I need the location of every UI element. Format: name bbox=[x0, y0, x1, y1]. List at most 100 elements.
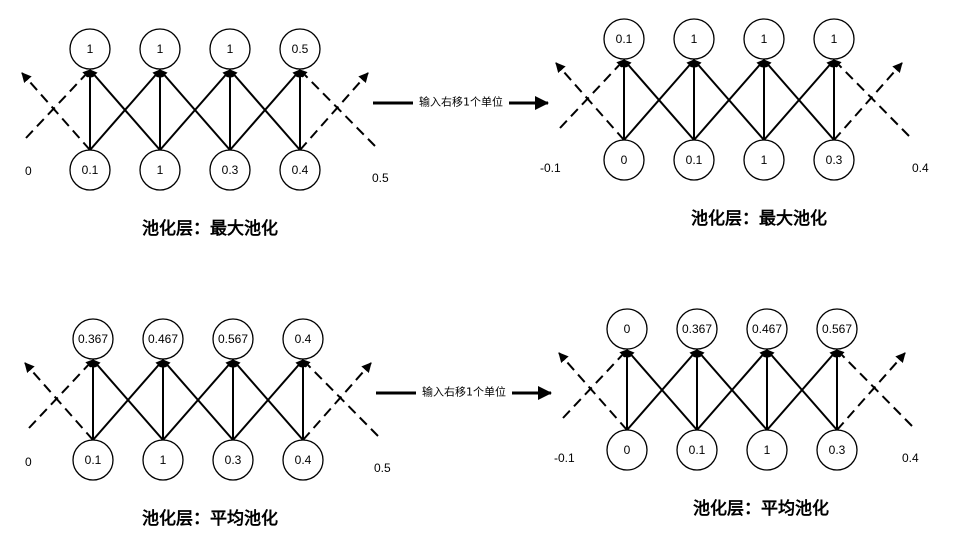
connection-line bbox=[766, 349, 838, 431]
left-padding-value: -0.1 bbox=[554, 451, 575, 465]
output-node-value: 0.1 bbox=[616, 32, 633, 46]
input-node: 0.4 bbox=[282, 439, 324, 481]
output-node-value: 0 bbox=[624, 322, 631, 336]
output-node: 1 bbox=[813, 18, 855, 60]
output-node-value: 1 bbox=[691, 32, 698, 46]
input-node-circle bbox=[72, 439, 114, 481]
right-padding-value: 0.5 bbox=[374, 461, 391, 475]
right-padding-value: 0.4 bbox=[912, 161, 929, 175]
input-node-circle bbox=[813, 139, 855, 181]
output-node-circle bbox=[673, 18, 715, 60]
output-node-circle bbox=[212, 318, 254, 360]
output-node: 1 bbox=[139, 28, 181, 70]
input-node-circle bbox=[142, 439, 184, 481]
input-node-value: 0 bbox=[624, 443, 631, 457]
padding-arrow-dashed bbox=[558, 352, 628, 431]
padding-connection-dashed bbox=[25, 69, 91, 139]
output-node-circle bbox=[816, 308, 858, 350]
padding-arrow-dashed bbox=[21, 72, 91, 151]
input-node-circle bbox=[743, 139, 785, 181]
padding-connection-dashed bbox=[28, 359, 94, 429]
output-node-value: 1 bbox=[157, 42, 164, 56]
input-node: 0.1 bbox=[676, 429, 718, 471]
output-node: 1 bbox=[743, 18, 785, 60]
input-node-value: 0.3 bbox=[222, 163, 239, 177]
output-node: 0.467 bbox=[746, 308, 788, 350]
left-padding-value: -0.1 bbox=[540, 161, 561, 175]
input-node-value: 0.3 bbox=[225, 453, 242, 467]
output-node-value: 1 bbox=[227, 42, 234, 56]
input-node-circle bbox=[282, 439, 324, 481]
input-node: 0 bbox=[603, 139, 645, 181]
output-node-value: 0.367 bbox=[78, 332, 108, 346]
output-node-circle bbox=[606, 308, 648, 350]
input-node: 0.3 bbox=[813, 139, 855, 181]
input-node-circle bbox=[603, 139, 645, 181]
output-node: 1 bbox=[209, 28, 251, 70]
output-node-circle bbox=[209, 28, 251, 70]
output-node-circle bbox=[72, 318, 114, 360]
input-node-circle bbox=[279, 149, 321, 191]
connection-line bbox=[626, 349, 698, 431]
input-node-value: 1 bbox=[764, 443, 771, 457]
input-node-circle bbox=[746, 429, 788, 471]
output-node: 0.4 bbox=[282, 318, 324, 360]
output-node-value: 0.4 bbox=[295, 332, 312, 346]
output-node-value: 1 bbox=[831, 32, 838, 46]
left-padding-value: 0 bbox=[25, 164, 32, 178]
output-node-circle bbox=[139, 28, 181, 70]
padding-arrow-dashed bbox=[302, 362, 372, 441]
input-node-value: 0.3 bbox=[829, 443, 846, 457]
output-node: 0.567 bbox=[816, 308, 858, 350]
output-node: 0.567 bbox=[212, 318, 254, 360]
right-padding-value: 0.4 bbox=[902, 451, 919, 465]
output-node: 0.1 bbox=[603, 18, 645, 60]
connection-line bbox=[89, 69, 161, 151]
output-node-circle bbox=[282, 318, 324, 360]
input-node-value: 0.1 bbox=[686, 153, 703, 167]
input-node: 0.3 bbox=[209, 149, 251, 191]
panel-title: 池化层：平均池化 bbox=[142, 508, 278, 529]
input-node: 0.1 bbox=[69, 149, 111, 191]
input-node: 1 bbox=[743, 139, 785, 181]
output-node-circle bbox=[743, 18, 785, 60]
padding-arrow-dashed bbox=[833, 62, 903, 141]
output-node: 0.5 bbox=[279, 28, 321, 70]
connection-line bbox=[92, 359, 164, 441]
output-node-circle bbox=[746, 308, 788, 350]
connection-line bbox=[162, 359, 234, 441]
input-node: 1 bbox=[746, 429, 788, 471]
input-node-value: 0.1 bbox=[689, 443, 706, 457]
panel-title: 池化层：最大池化 bbox=[142, 218, 278, 239]
connection-line bbox=[693, 59, 765, 141]
input-node-circle bbox=[673, 139, 715, 181]
output-node-value: 0.367 bbox=[682, 322, 712, 336]
output-node-value: 0.5 bbox=[292, 42, 309, 56]
right-padding-value: 0.5 bbox=[372, 171, 389, 185]
output-node: 0.367 bbox=[72, 318, 114, 360]
input-node-value: 0.1 bbox=[85, 453, 102, 467]
input-node: 1 bbox=[142, 439, 184, 481]
output-node-value: 0.467 bbox=[752, 322, 782, 336]
output-node: 1 bbox=[69, 28, 111, 70]
padding-connection-dashed bbox=[559, 59, 625, 129]
connection-line bbox=[623, 59, 695, 141]
input-node-circle bbox=[212, 439, 254, 481]
input-node-value: 0.4 bbox=[292, 163, 309, 177]
connection-line bbox=[763, 59, 835, 141]
input-node: 0.4 bbox=[279, 149, 321, 191]
shift-label: 输入右移1个单位 bbox=[419, 95, 503, 109]
connection-line bbox=[229, 69, 301, 151]
output-node: 0 bbox=[606, 308, 648, 350]
output-node-circle bbox=[813, 18, 855, 60]
panel-title: 池化层：平均池化 bbox=[693, 498, 829, 519]
input-node: 0.1 bbox=[673, 139, 715, 181]
input-node-circle bbox=[676, 429, 718, 471]
output-node-value: 1 bbox=[87, 42, 94, 56]
shift-arrow-top: 输入右移1个单位 bbox=[373, 95, 549, 110]
input-node-value: 0 bbox=[621, 153, 628, 167]
connection-line bbox=[159, 69, 231, 151]
